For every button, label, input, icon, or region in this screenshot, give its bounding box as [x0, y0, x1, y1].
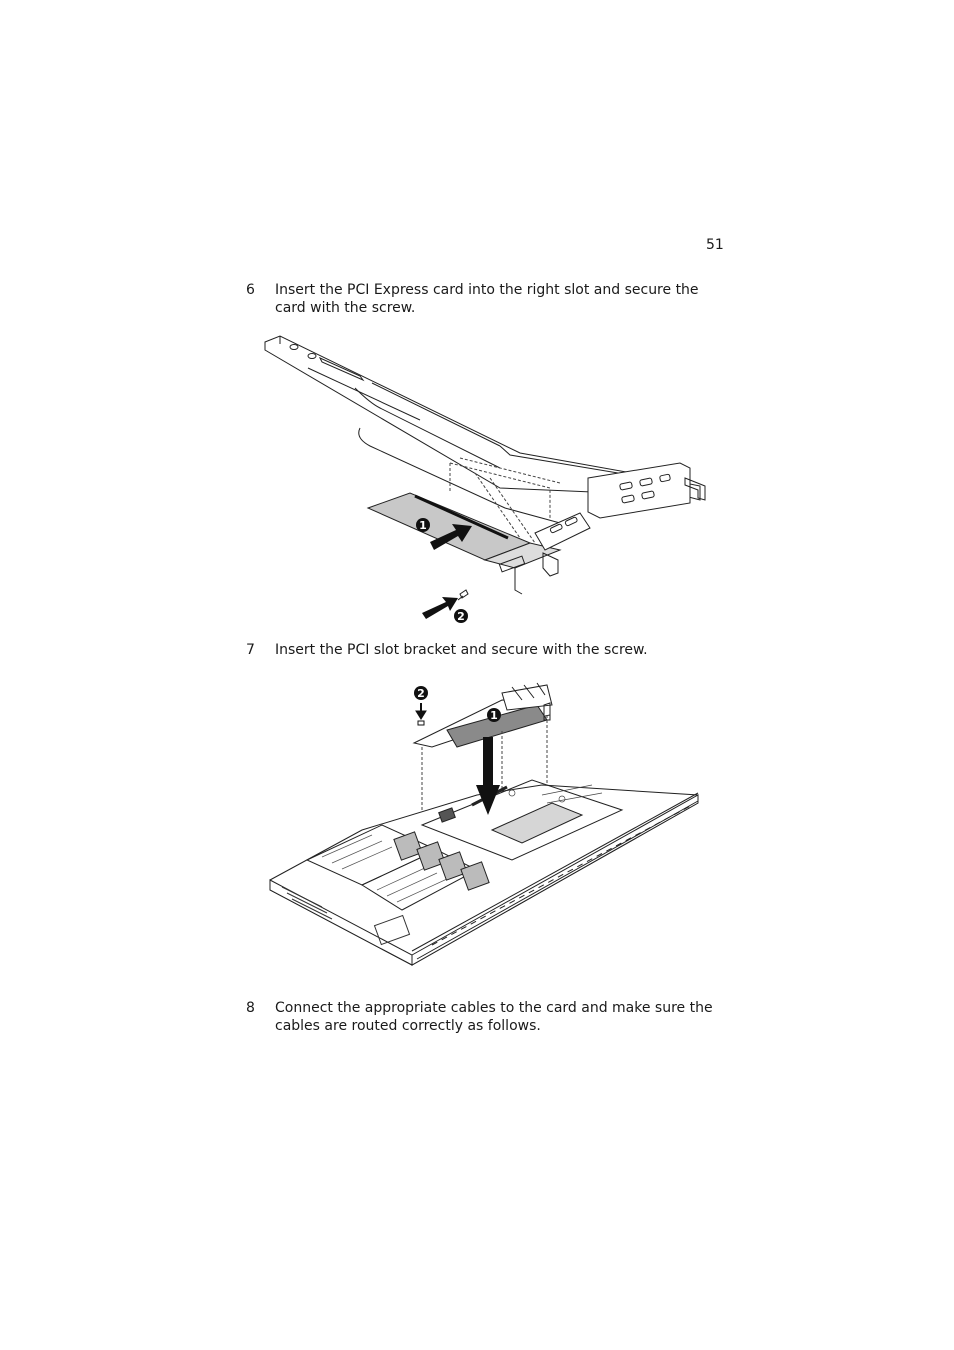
figure-pci-card-insertion: 1 2 — [264, 335, 706, 623]
callout-1 — [487, 708, 501, 722]
svg-text:2: 2 — [417, 687, 425, 700]
step-number: 6 — [246, 282, 255, 298]
step-text: Insert the PCI slot bracket and secure w… — [275, 642, 648, 658]
svg-text:1: 1 — [419, 519, 427, 532]
figure-bracket-insertion: 2 1 — [269, 682, 699, 966]
step-number: 8 — [246, 1000, 255, 1016]
step-number: 7 — [246, 642, 255, 658]
step-text: Insert the PCI Express card into the rig… — [275, 282, 699, 316]
svg-text:1: 1 — [490, 709, 498, 722]
callout-1 — [416, 518, 430, 532]
svg-text:2: 2 — [457, 610, 465, 623]
step-text: Connect the appropriate cables to the ca… — [275, 1000, 713, 1034]
callout-2 — [414, 686, 428, 700]
callout-2 — [454, 609, 468, 623]
page-number: 51 — [706, 237, 724, 253]
